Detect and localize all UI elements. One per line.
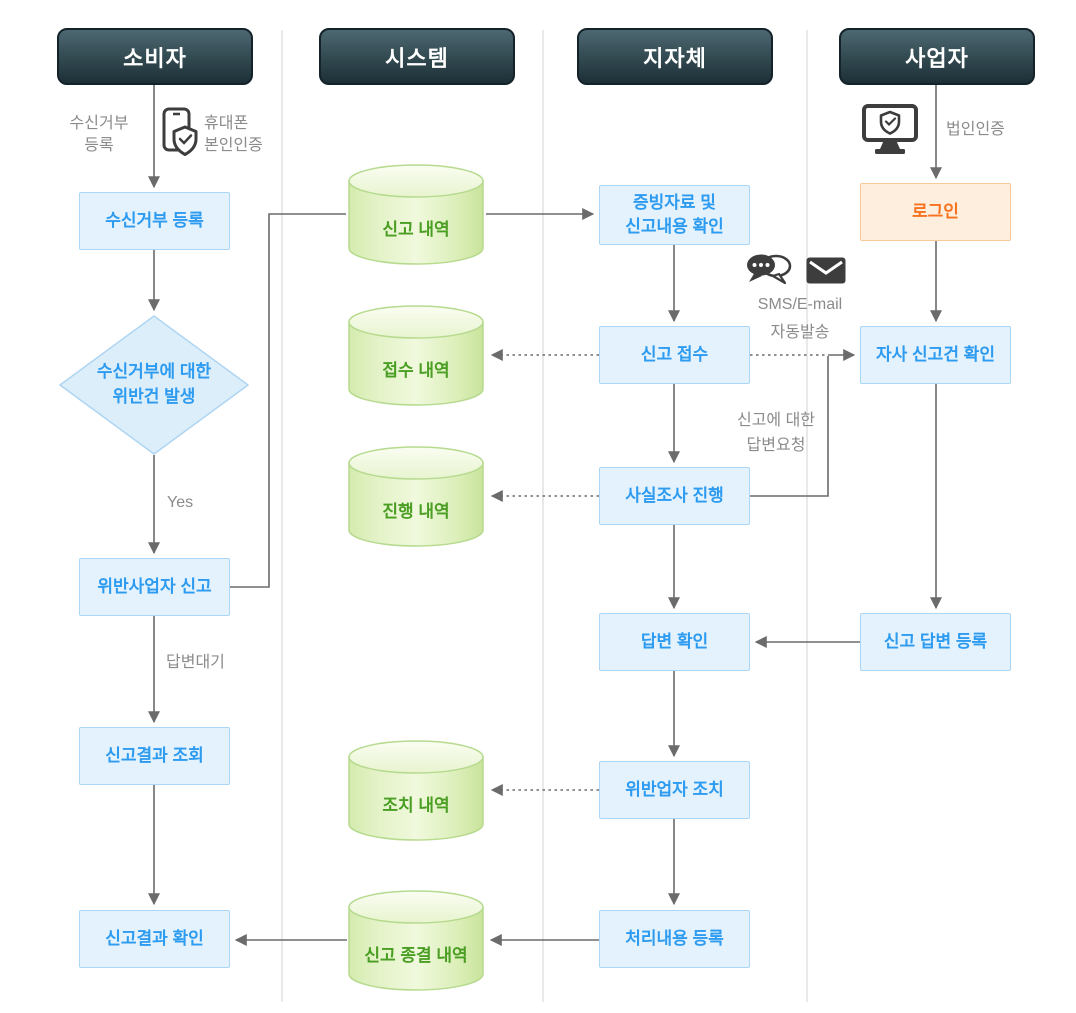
node-report-violator: 위반사업자 신고	[79, 558, 230, 616]
node-optout-register: 수신거부 등록	[79, 192, 230, 250]
label-corp-auth: 법인인증	[946, 121, 1005, 138]
lane-header-government: 지자체	[577, 28, 773, 85]
cylinder-label: 접수 내역	[382, 360, 450, 380]
node-result-register: 처리내용 등록	[599, 910, 750, 968]
lane-header-system: 시스템	[319, 28, 515, 85]
lane-divider	[806, 30, 808, 1002]
cylinder-label: 신고 내역	[382, 219, 450, 239]
node-result-view: 신고결과 조회	[79, 727, 230, 785]
lane-header-business: 사업자	[839, 28, 1035, 85]
phone-auth-icon	[161, 107, 199, 164]
cylinder-label: 신고 종결 내역	[364, 945, 468, 965]
node-result-confirm: 신고결과 확인	[79, 910, 230, 968]
node-violator-action: 위반업자 조치	[599, 761, 750, 819]
node-report-receipt: 신고 접수	[599, 326, 750, 384]
label-wait-reply: 답변대기	[166, 654, 225, 671]
node-reply-check: 답변 확인	[599, 613, 750, 671]
label-phone-auth: 휴대폰 본인인증	[204, 115, 263, 155]
monitor-shield-icon	[862, 104, 918, 161]
node-violation-decision: 수신거부에 대한 위반건 발생	[59, 315, 249, 455]
cylinder-label: 진행 내역	[382, 501, 450, 521]
label-reply-request: 신고에 대한 답변요청	[736, 412, 816, 454]
label-yes: Yes	[167, 494, 194, 511]
cylinder-progress-history: 진행 내역	[347, 444, 485, 548]
cylinder-report-history: 신고 내역	[347, 162, 485, 266]
lane-divider	[281, 30, 283, 1002]
node-login: 로그인	[860, 183, 1011, 241]
label-sms-auto-send: SMS/E-mail 자동발송	[757, 296, 843, 341]
node-report-reply-register: 신고 답변 등록	[860, 613, 1011, 671]
chat-bubbles-icon	[746, 253, 792, 294]
node-investigation: 사실조사 진행	[599, 467, 750, 525]
label-optout-register: 수신거부 등록	[69, 115, 129, 155]
envelope-icon	[806, 257, 846, 289]
cylinder-closure-history: 신고 종결 내역	[347, 888, 485, 992]
node-own-report-check: 자사 신고건 확인	[860, 326, 1011, 384]
lane-divider	[542, 30, 544, 1002]
cylinder-receipt-history: 접수 내역	[347, 303, 485, 407]
cylinder-action-history: 조치 내역	[347, 738, 485, 842]
cylinder-label: 조치 내역	[382, 795, 450, 815]
node-evidence-check: 증빙자료 및 신고내용 확인	[599, 185, 750, 245]
decision-label: 수신거부에 대한 위반건 발생	[96, 362, 212, 406]
lane-header-consumer: 소비자	[57, 28, 253, 85]
